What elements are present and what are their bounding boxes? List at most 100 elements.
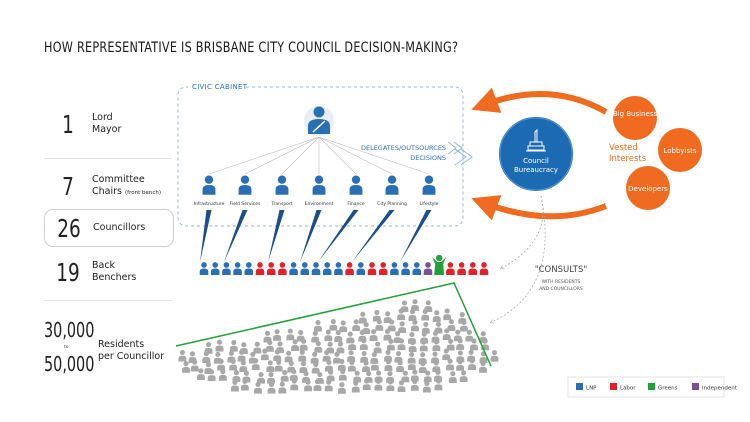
portfolio-label: Field Services xyxy=(230,201,261,207)
councillor-icon xyxy=(233,262,242,275)
connector-line xyxy=(208,136,320,175)
legend-swatch xyxy=(692,383,699,390)
civic-cabinet-label-bg xyxy=(188,80,246,92)
resident-icon xyxy=(432,310,441,322)
resident-icon xyxy=(178,349,187,362)
resident-icon xyxy=(274,359,283,372)
councillor-icon xyxy=(210,262,220,275)
councillor-icon xyxy=(255,262,265,275)
resident-icon xyxy=(443,308,452,321)
councillor-icon xyxy=(446,262,455,275)
residents-crowd xyxy=(178,299,499,394)
resident-icon xyxy=(336,341,345,354)
connector-line xyxy=(244,136,320,175)
committee-chair-icon xyxy=(422,175,436,195)
residents-to-word: to xyxy=(64,345,69,350)
councillor-icon xyxy=(468,262,478,275)
connector-line xyxy=(318,136,430,175)
committee-chair-icon xyxy=(312,175,326,195)
resident-icon xyxy=(446,358,455,371)
councillor-icon xyxy=(300,262,310,275)
committee-chair-icon xyxy=(385,175,399,195)
resident-icon xyxy=(266,360,275,373)
bureaucracy-label: Council xyxy=(523,157,549,165)
delegation-wedge xyxy=(352,210,395,262)
developers-label: Developers xyxy=(628,185,668,193)
councillor-icon xyxy=(412,262,422,275)
vested-label: Vested xyxy=(609,143,638,153)
connector-line xyxy=(318,136,357,175)
resident-icon xyxy=(490,349,499,362)
delegation-wedge xyxy=(268,210,285,262)
chevron-right-icon xyxy=(454,148,473,166)
chevron-right-icon xyxy=(447,141,463,155)
greens-outline xyxy=(175,282,492,367)
legend-swatch xyxy=(610,383,617,390)
councillor-icon xyxy=(378,262,388,275)
resident-icon xyxy=(273,329,281,341)
page-title: HOW REPRESENTATIVE IS BRISBANE CITY COUN… xyxy=(44,40,459,56)
civic-cabinet-label: CIVIC CABINET xyxy=(192,83,248,91)
resident-icon xyxy=(218,369,227,381)
portfolio-label: City Planning xyxy=(377,201,407,207)
divider xyxy=(44,300,172,301)
councillor-icon xyxy=(311,262,321,275)
committee-chair-icon xyxy=(202,175,216,195)
resident-icon xyxy=(314,319,322,332)
resident-icon xyxy=(278,381,287,394)
legend-label: LNP xyxy=(586,386,597,392)
resident-icon xyxy=(337,382,346,394)
consults-label: "CONSULTS" xyxy=(535,265,588,275)
delegation-wedge xyxy=(400,210,432,262)
residents-to: 50,000 xyxy=(44,352,95,376)
resident-icon xyxy=(339,320,348,333)
committee-chair-icon xyxy=(238,175,252,195)
portfolio-label: Infrastructure xyxy=(194,201,225,207)
councillor-icon xyxy=(322,262,332,275)
resident-icon xyxy=(314,340,323,353)
vested-label: Interests xyxy=(609,154,647,164)
delegates-text: DELEGATES/OUTSOURCES xyxy=(361,144,446,152)
vested-interests: Big Business Lobbyists Developers Vested… xyxy=(609,96,702,210)
resident-icon xyxy=(239,360,248,373)
residents-from: 30,000 xyxy=(44,318,95,342)
mayor-to-chairs-lines xyxy=(208,136,430,175)
row-number: 1 xyxy=(62,109,74,139)
row-label: Councillors xyxy=(93,222,146,233)
councillor-icon xyxy=(222,262,231,275)
councillor-icon xyxy=(199,262,209,275)
resident-icon xyxy=(398,321,407,334)
resident-icon xyxy=(459,370,468,383)
resident-icon xyxy=(446,338,455,351)
lobbyists-label: Lobbyists xyxy=(663,147,696,155)
portfolio-label: Transport xyxy=(270,201,292,207)
portfolio-label: Lifestyle xyxy=(420,201,439,207)
arrow-left-icon xyxy=(471,195,608,221)
delegation-wedge xyxy=(224,210,248,262)
resident-icon xyxy=(298,349,307,362)
civic-cabinet-box xyxy=(177,86,464,227)
city-hall-icon xyxy=(526,128,546,152)
resident-icon xyxy=(324,329,333,342)
councillor-icon xyxy=(278,262,287,275)
consults-arrow xyxy=(492,195,546,322)
committee-chair-icon xyxy=(349,175,363,195)
councillor-icon xyxy=(244,262,254,275)
resident-icon xyxy=(373,341,382,354)
resident-icon xyxy=(215,339,224,352)
councillor-icon xyxy=(423,262,433,275)
lord-mayor-icon xyxy=(304,106,334,136)
resident-icon xyxy=(329,318,338,331)
councillor-icon xyxy=(367,262,377,275)
arrow-left-icon xyxy=(471,87,608,115)
councillor-icon xyxy=(401,262,410,275)
councillor-icon xyxy=(345,262,354,275)
legend-box xyxy=(567,376,725,398)
row-councillors: 26 Councillors xyxy=(44,209,174,247)
